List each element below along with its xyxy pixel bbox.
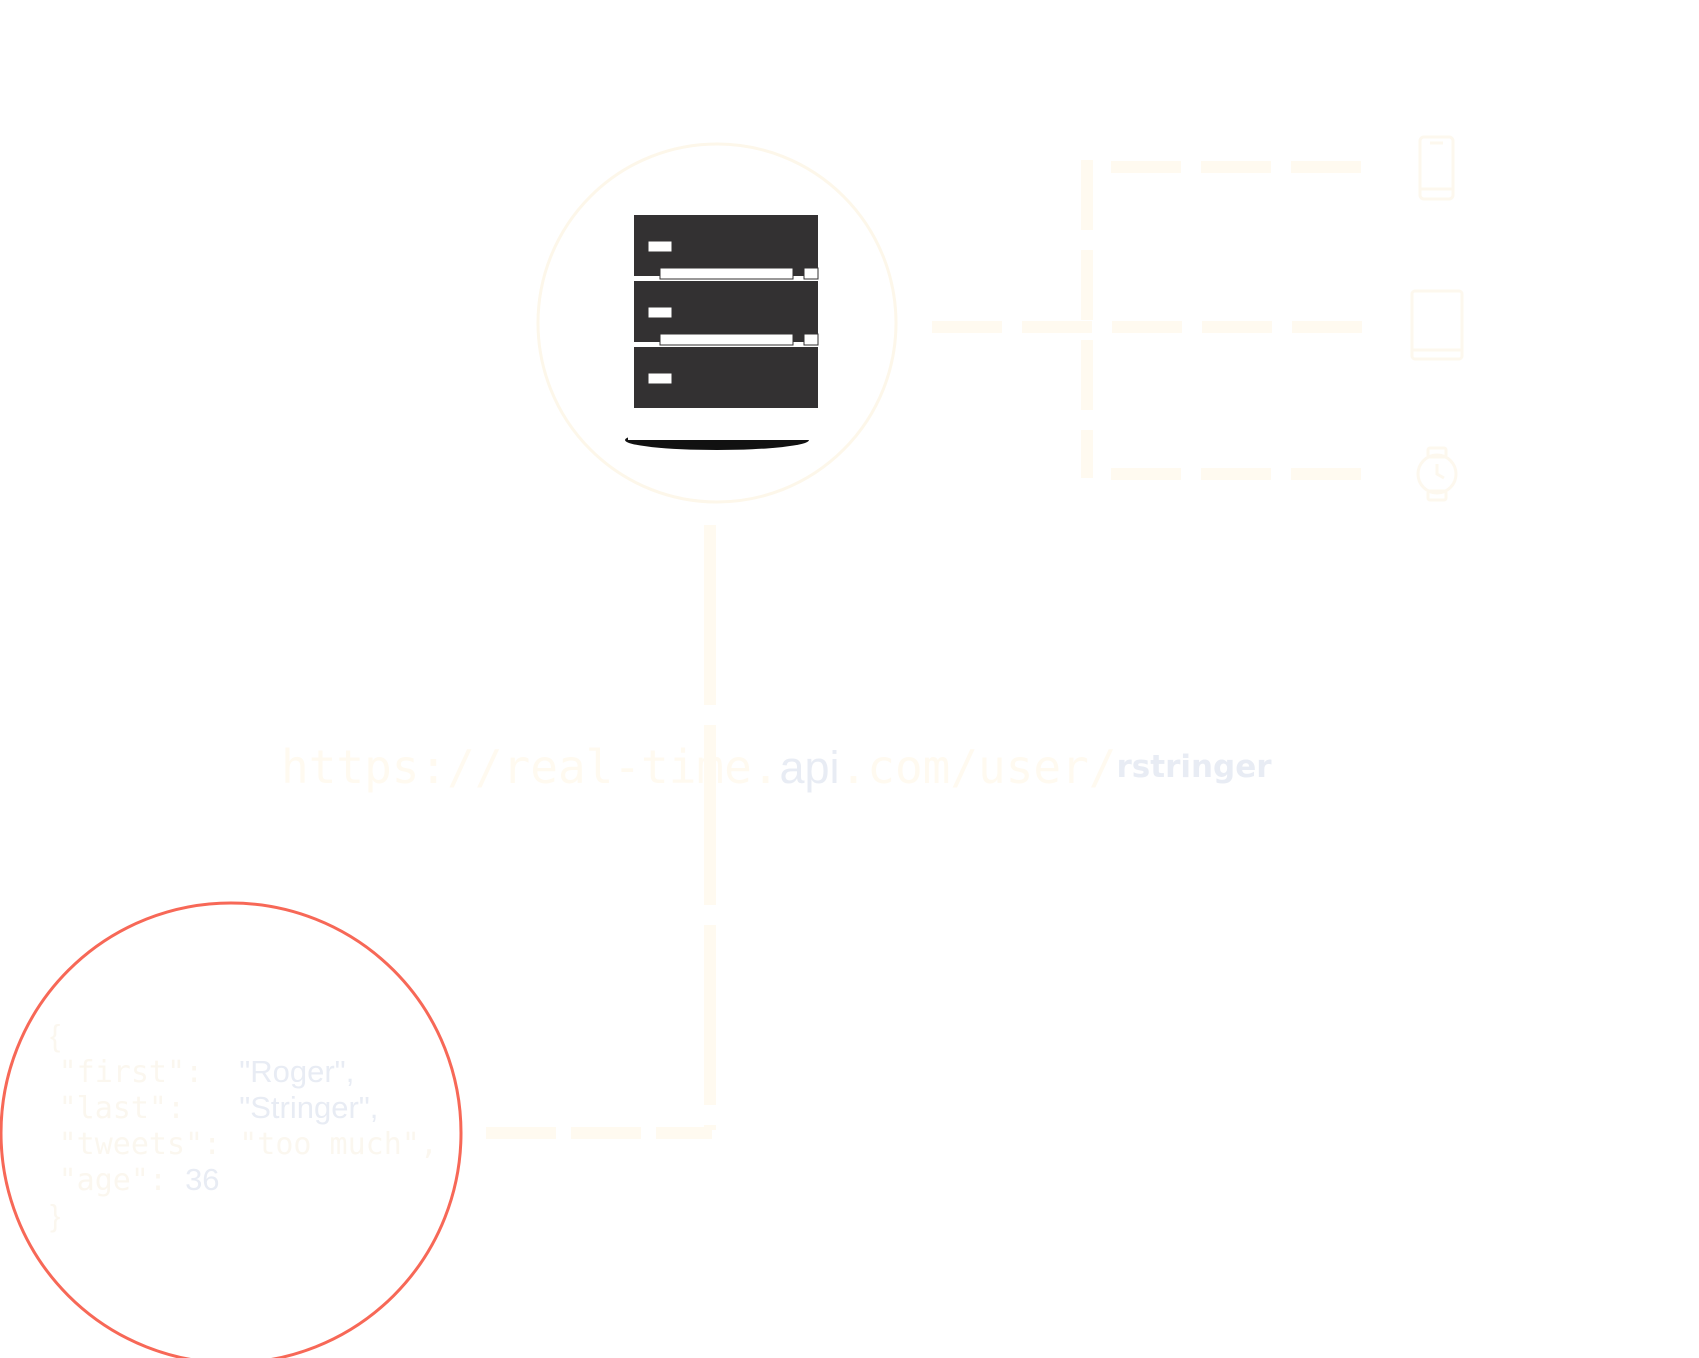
json-value: "Stringer", xyxy=(239,1090,379,1125)
json-key: "tweets" xyxy=(58,1127,204,1162)
json-node-ring xyxy=(0,901,463,1358)
json-key: "first" xyxy=(58,1055,186,1090)
api-url-api: api xyxy=(779,742,840,793)
api-url: https://real-time.api.com/user/rstringer xyxy=(281,740,1272,794)
server-node xyxy=(536,142,898,504)
json-open-brace: { xyxy=(50,1018,61,1053)
json-separator: : xyxy=(148,1163,186,1198)
api-url-username: rstringer xyxy=(1116,749,1272,785)
json-value: "Roger", xyxy=(239,1054,355,1089)
connector-lines xyxy=(486,160,1365,1139)
server-rack-icon xyxy=(625,210,819,450)
api-url-prefix: https://real-time. xyxy=(281,740,780,794)
tablet-icon xyxy=(1410,289,1464,361)
api-url-path: .com/user/ xyxy=(839,740,1117,794)
json-value: 36 xyxy=(185,1162,220,1197)
json-payload: { "first": "Roger", "last": "Stringer", … xyxy=(50,1018,438,1234)
json-row-first: "first": "Roger", xyxy=(50,1054,438,1090)
smartwatch-icon xyxy=(1416,446,1458,502)
json-value: "too much", xyxy=(239,1127,438,1162)
json-key: "last" xyxy=(58,1091,167,1126)
json-key: "age" xyxy=(58,1163,149,1198)
json-row-last: "last": "Stringer", xyxy=(50,1090,438,1126)
json-separator: : xyxy=(203,1127,240,1162)
json-row-age: "age": 36 xyxy=(50,1162,438,1198)
json-close-brace: } xyxy=(50,1198,61,1233)
json-separator: : xyxy=(167,1091,240,1126)
smartphone-icon xyxy=(1418,135,1455,201)
json-separator: : xyxy=(185,1055,240,1090)
json-row-tweets: "tweets": "too much", xyxy=(50,1126,438,1162)
